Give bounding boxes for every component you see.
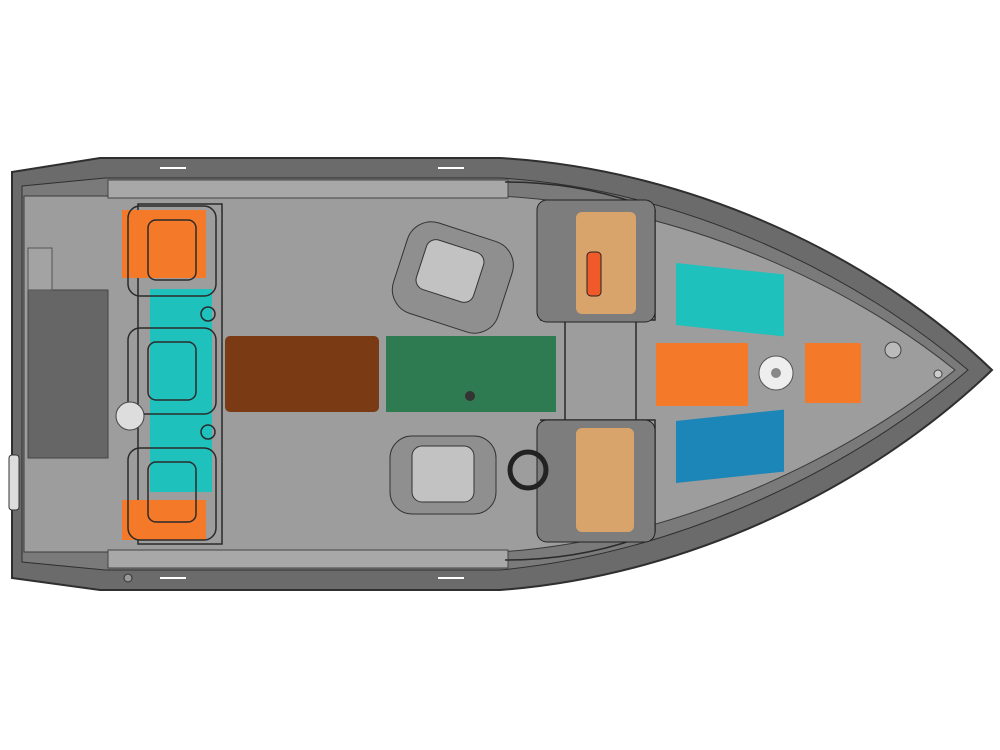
transom-step xyxy=(27,247,53,291)
teal-zone-stern xyxy=(150,289,212,492)
stern-bench-frame xyxy=(137,203,223,545)
starboard-side-rail xyxy=(107,549,509,569)
swivel-seat-starboard xyxy=(389,435,497,515)
seat-icon xyxy=(127,205,217,541)
orange-zone-bow-center xyxy=(656,343,748,406)
throttle-icon xyxy=(586,251,602,297)
pedestal-hole xyxy=(771,368,781,378)
windshield-frame xyxy=(504,181,656,561)
tan-zone-starboard-console xyxy=(576,428,634,532)
steering-wheel-icon xyxy=(507,449,549,491)
cup-holder-icon xyxy=(115,401,145,431)
hatch-handle-icon xyxy=(465,391,475,401)
blue-zone-bow-starboard xyxy=(676,409,784,483)
brown-zone-hatch xyxy=(225,336,379,412)
cleat-icon xyxy=(160,167,464,579)
ladder-icon xyxy=(8,454,20,511)
teal-zone-bow-port xyxy=(676,263,784,337)
tan-zone-port-console xyxy=(576,212,636,314)
orange-zone-stern-starboard xyxy=(122,500,206,540)
drain-plug-icon xyxy=(123,573,133,583)
swivel-seat-port xyxy=(391,221,514,334)
port-side-rail xyxy=(107,179,509,199)
transom-well xyxy=(27,289,109,459)
bow-light-icon xyxy=(884,341,902,359)
bow-cleat-icon xyxy=(933,369,943,379)
orange-zone-bow-tip xyxy=(805,343,861,403)
